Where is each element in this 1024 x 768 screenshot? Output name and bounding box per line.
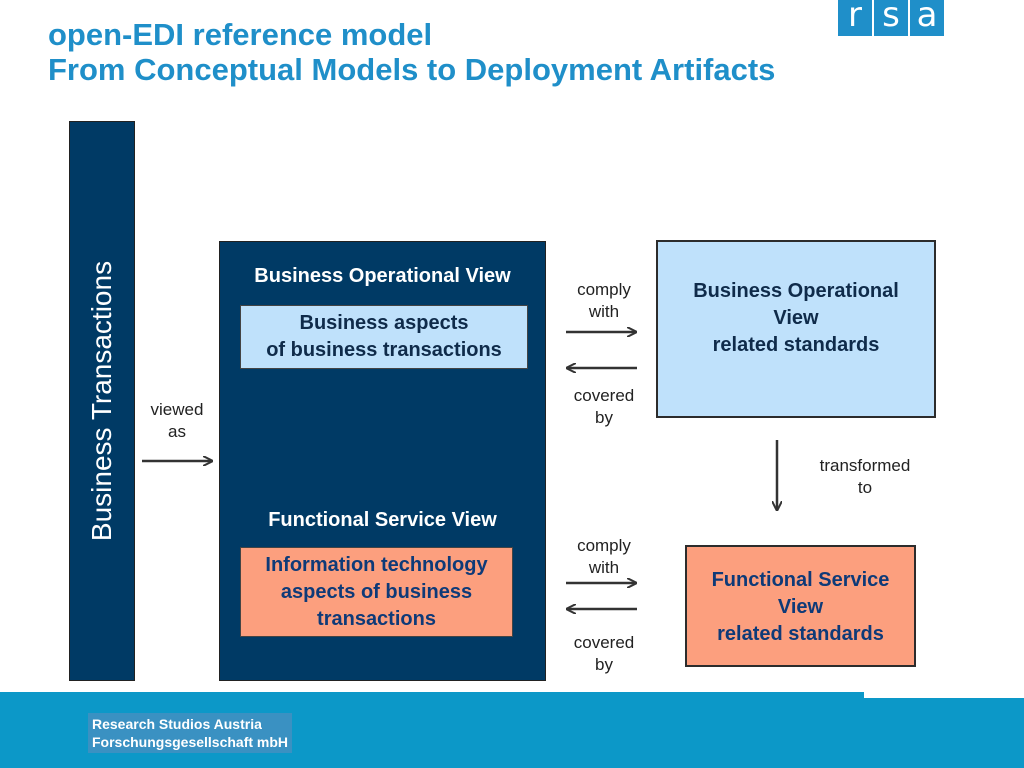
business-transactions-column xyxy=(69,121,135,681)
logo-letter-a: a xyxy=(910,0,944,36)
fsv-heading: Functional Service View xyxy=(268,509,497,531)
footer-line2: Forschungsgesellschaft mbH xyxy=(92,734,289,750)
transformed-to-line2: to xyxy=(857,478,873,497)
business-aspects-box: Business aspects of business transaction… xyxy=(240,305,528,369)
footer-organization: Research Studios Austria Forschungsgesel… xyxy=(88,713,293,753)
it-aspects-line1: Information technology xyxy=(265,553,488,576)
logo-letter-s: s xyxy=(874,0,908,36)
footer-line1: Research Studios Austria xyxy=(92,716,262,732)
comply-with-top-label: comply with xyxy=(562,279,646,323)
covered-by-top-line1: covered xyxy=(573,386,635,405)
transformed-to-line1: transformed xyxy=(819,456,911,475)
bov-heading: Business Operational View xyxy=(254,265,511,287)
comply-with-bottom-line2: with xyxy=(588,558,620,577)
logo-letter-r: r xyxy=(838,0,872,36)
viewed-as-line1: viewed xyxy=(150,400,204,419)
covered-by-bottom-line1: covered xyxy=(573,633,635,652)
bov-standards-line2: View xyxy=(773,307,819,329)
comply-with-bottom-line1: comply xyxy=(577,536,631,555)
viewed-as-label: viewed as xyxy=(140,399,214,443)
page-title-line1: open-EDI reference model xyxy=(48,17,433,52)
fsv-standards-line3: related standards xyxy=(717,623,884,645)
bov-standards-line1: Business Operational xyxy=(693,280,899,302)
fsv-standards-line1: Functional Service xyxy=(711,569,890,591)
fsv-standards-box: Functional Service View related standard… xyxy=(685,545,916,667)
covered-by-bottom-label: covered by xyxy=(562,632,646,676)
comply-with-bottom-label: comply with xyxy=(562,535,646,579)
it-aspects-line2: aspects of business xyxy=(280,580,473,603)
bov-standards-box: Business Operational View related standa… xyxy=(656,240,936,418)
viewed-as-line2: as xyxy=(168,422,186,441)
business-aspects-line1: Business aspects xyxy=(299,312,469,334)
comply-with-top-line1: comply xyxy=(577,280,631,299)
covered-by-bottom-line2: by xyxy=(595,655,613,674)
it-aspects-line3: transactions xyxy=(317,607,436,630)
fsv-standards-line2: View xyxy=(777,596,824,618)
page-title-line2: From Conceptual Models to Deployment Art… xyxy=(48,52,776,87)
comply-with-top-line2: with xyxy=(588,302,620,321)
footer-tab xyxy=(864,692,1024,698)
business-aspects-line2: of business transactions xyxy=(266,339,502,361)
bov-standards-line3: related standards xyxy=(712,334,880,356)
it-aspects-box: Information technology aspects of busine… xyxy=(240,547,513,637)
covered-by-top-line2: by xyxy=(595,408,613,427)
transformed-to-label: transformed to xyxy=(806,455,924,499)
covered-by-top-label: covered by xyxy=(562,385,646,429)
